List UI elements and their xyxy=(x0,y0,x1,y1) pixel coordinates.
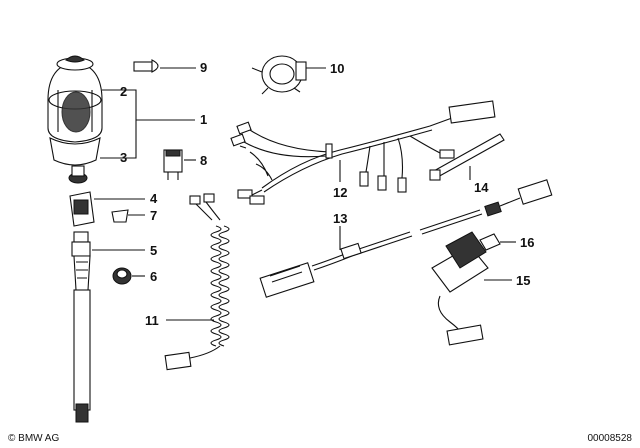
callout-4: 4 xyxy=(150,191,158,206)
wiring-harness-12 xyxy=(230,100,496,205)
callout-1: 1 xyxy=(200,112,207,127)
leader-lines xyxy=(92,67,516,321)
callout-14: 14 xyxy=(474,180,489,195)
callout-7: 7 xyxy=(150,208,157,223)
callout-5: 5 xyxy=(150,243,157,258)
callout-12: 12 xyxy=(333,185,347,200)
callout-11: 11 xyxy=(145,313,159,328)
callout-6: 6 xyxy=(150,269,157,284)
copyright-text: © BMW AG xyxy=(8,433,60,444)
callout-9: 9 xyxy=(200,60,207,75)
callout-10: 10 xyxy=(330,61,344,76)
cable-13 xyxy=(259,179,553,298)
callout-2: 2 xyxy=(120,84,127,99)
callout-13: 13 xyxy=(333,211,347,226)
callout-3: 3 xyxy=(120,150,127,165)
callout-16: 16 xyxy=(520,235,534,250)
grommet-6 xyxy=(112,267,132,285)
cable-tie-14 xyxy=(429,133,505,181)
bulb-9 xyxy=(133,59,159,73)
clip-16 xyxy=(479,233,501,251)
switch-15 xyxy=(431,231,489,346)
beacon-lamp xyxy=(47,55,103,184)
callout-15: 15 xyxy=(516,273,530,288)
document-number: 00008528 xyxy=(587,433,633,444)
coiled-cable-11 xyxy=(164,193,230,371)
callout-labels: 2 1 3 9 10 8 4 7 5 6 11 12 13 14 15 16 xyxy=(120,60,534,328)
relay-8 xyxy=(163,149,183,180)
socket-10 xyxy=(251,55,307,95)
callout-8: 8 xyxy=(200,153,207,168)
beacon-mast xyxy=(69,191,95,423)
cap-7 xyxy=(111,209,129,223)
